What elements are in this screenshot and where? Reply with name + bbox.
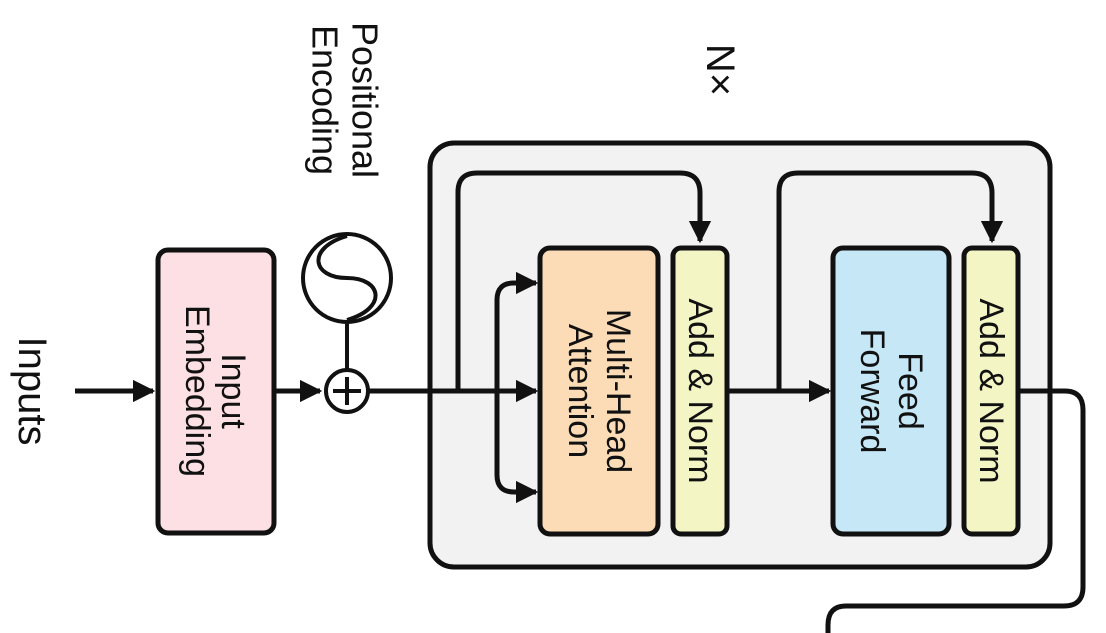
- inputs-label: Inputs: [10, 337, 54, 446]
- residual-connection-1: [455, 170, 712, 391]
- output-path: [825, 388, 1086, 633]
- repeat-label: N×: [698, 44, 742, 96]
- mha-label-line2: Attention: [561, 324, 599, 458]
- attention-branch-up: [494, 271, 539, 391]
- encoder-block: [427, 140, 1053, 570]
- positional-label-line2: Encoding: [305, 25, 346, 175]
- positional-label-line1: Positional: [345, 22, 386, 178]
- add-norm-label-2: Add & Norm: [972, 298, 1010, 483]
- ff-label-line1: Feed: [891, 352, 929, 430]
- attention-branch-down: [494, 391, 539, 504]
- feed-forward-box: [830, 245, 952, 537]
- mha-label-line1: Multi-Head: [599, 309, 637, 473]
- embedding-label-line2: Embedding: [178, 305, 216, 477]
- add-norm-label-1: Add & Norm: [681, 298, 719, 483]
- residual-connection-2: [776, 170, 1004, 391]
- sine-wave-icon: [316, 234, 378, 322]
- ff-label-line2: Forward: [853, 329, 891, 454]
- embedding-label-line1: Input: [214, 353, 252, 429]
- multi-head-attention-box: [537, 245, 661, 537]
